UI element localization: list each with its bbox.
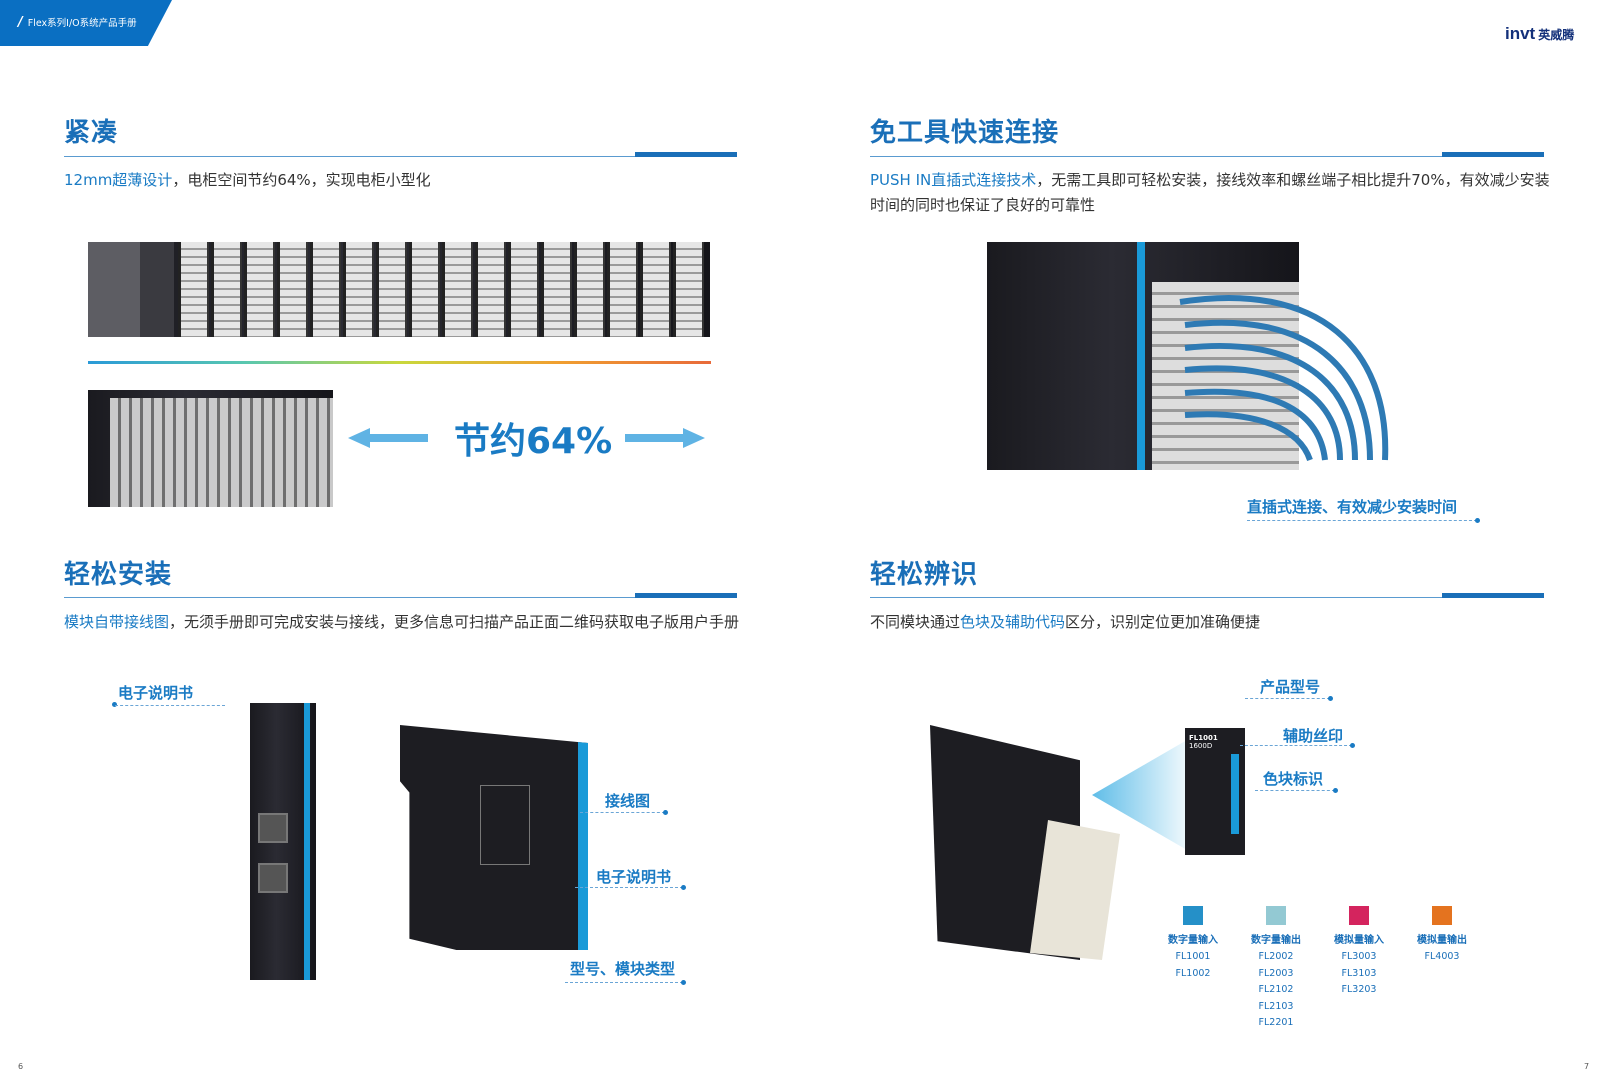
io-module-image	[400, 725, 588, 950]
callout-pushin: 直插式连接、有效减少安装时间	[1247, 498, 1458, 516]
module-model-label: FL1001	[1189, 734, 1218, 742]
gradient-divider	[88, 361, 711, 364]
callout-dot	[663, 810, 668, 815]
module-code: FL2201	[1258, 1017, 1294, 1028]
rack-module	[310, 242, 341, 337]
section-rule	[64, 152, 737, 157]
callout-line	[1245, 698, 1330, 699]
callout-model-type: 型号、模块类型	[570, 960, 676, 978]
module-code: FL1001	[1175, 951, 1211, 962]
module-sub-label: 1600D	[1189, 742, 1213, 750]
section-rule	[64, 593, 737, 598]
rack-module	[475, 242, 506, 337]
page-number-left: 6	[18, 1062, 24, 1071]
callout-wiring: 接线图	[605, 792, 651, 810]
rack-module	[409, 242, 440, 337]
module-code: FL3003	[1341, 951, 1377, 962]
callout-manual-2: 电子说明书	[596, 868, 672, 886]
legend-label: 数字量输出	[1251, 935, 1301, 946]
rack-module	[211, 242, 242, 337]
section-desc: 模块自带接线图，无须手册即可完成安装与接线，更多信息可扫描产品正面二维码获取电子…	[64, 613, 740, 631]
manual-title: Flex系列I/O系统产品手册	[27, 18, 137, 29]
callout-line	[580, 812, 665, 813]
callout-dot	[1350, 743, 1355, 748]
callout-dot	[1475, 518, 1480, 523]
terminal-block-image	[1030, 820, 1120, 960]
module-code: FL1002	[1175, 967, 1211, 979]
callout-model: 产品型号	[1260, 678, 1321, 696]
pushin-connection-image	[987, 242, 1299, 470]
legend-label: 模拟量输入	[1334, 935, 1384, 946]
arrow-left-icon	[348, 428, 428, 448]
color-swatch	[1349, 906, 1369, 925]
section-desc: PUSH IN直插式连接技术，无需工具即可轻松安装，接线效率和螺丝端子相比提升7…	[870, 171, 1550, 214]
rack-module	[277, 242, 308, 337]
wide-rack-image: document.currentScript.parentElement.ins…	[88, 242, 710, 337]
color-swatch	[1183, 906, 1203, 925]
legend-label: 模拟量输出	[1417, 935, 1467, 946]
savings-label: 节约64%	[454, 421, 613, 462]
legend-item: 模拟量输出 FL4003	[1397, 906, 1487, 966]
callout-line	[1255, 790, 1335, 791]
callout-dot	[112, 702, 117, 707]
rack-module	[541, 242, 572, 337]
rack-module	[607, 242, 638, 337]
module-front-zoom: FL1001 1600D	[1185, 728, 1245, 855]
section-desc: 不同模块通过色块及辅助代码区分，识别定位更加准确便捷	[870, 613, 1261, 631]
callout-manual-1: 电子说明书	[118, 684, 194, 702]
rack-module	[244, 242, 275, 337]
callout-line	[1240, 745, 1352, 746]
page-number-right: 7	[1584, 1062, 1590, 1071]
callout-dot	[1333, 788, 1338, 793]
callout-silkscreen: 辅助丝印	[1283, 727, 1344, 745]
blue-cables	[1179, 295, 1389, 462]
section-title-identify: 轻松辨识	[870, 560, 979, 590]
module-code: FL3203	[1341, 984, 1377, 995]
callout-dot	[681, 980, 686, 985]
callout-dot	[1328, 696, 1333, 701]
rack-module	[508, 242, 539, 337]
rack-module	[574, 242, 605, 337]
color-swatch	[1266, 906, 1286, 925]
callout-line	[575, 887, 683, 888]
legend-label: 数字量输入	[1168, 935, 1218, 946]
compact-rack-image	[88, 390, 333, 507]
section-desc: 12mm超薄设计，电柜空间节约64%，实现电柜小型化	[64, 171, 431, 189]
module-code: FL2002	[1258, 951, 1294, 962]
rack-module	[376, 242, 407, 337]
section-title-compact: 紧凑	[64, 118, 119, 148]
rack-module	[178, 242, 209, 337]
coupler-module-image	[250, 703, 316, 980]
module-code: FL3103	[1341, 967, 1377, 979]
callout-line	[565, 982, 683, 983]
section-title-install: 轻松安装	[64, 560, 173, 590]
module-code: FL2102	[1258, 984, 1294, 995]
section-rule	[870, 152, 1544, 157]
section-title-toolfree: 免工具快速连接	[870, 118, 1060, 148]
color-swatch	[1432, 906, 1452, 925]
module-code: FL4003	[1424, 951, 1460, 962]
header-tab: /Flex系列I/O系统产品手册	[0, 0, 172, 46]
module-code: FL2103	[1258, 1000, 1294, 1012]
callout-line	[1247, 520, 1477, 521]
rack-module	[442, 242, 473, 337]
callout-line	[115, 705, 225, 706]
section-rule	[870, 593, 1544, 598]
module-code: FL2003	[1258, 967, 1294, 979]
callout-dot	[681, 885, 686, 890]
rack-module	[640, 242, 671, 337]
callout-color-block: 色块标识	[1263, 770, 1324, 788]
arrow-right-icon	[625, 428, 705, 448]
rack-module	[673, 242, 704, 337]
rack-module	[343, 242, 374, 337]
